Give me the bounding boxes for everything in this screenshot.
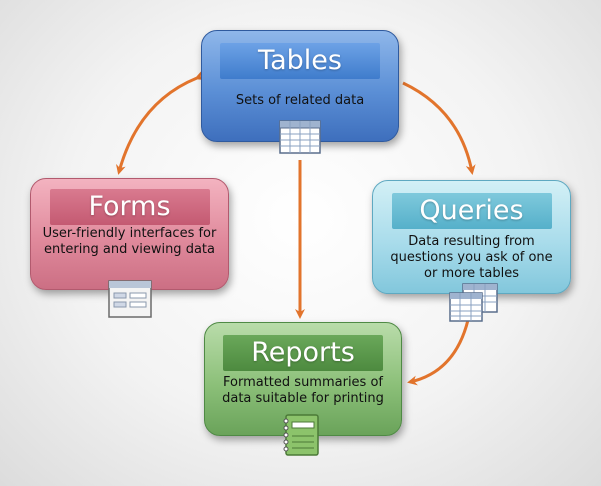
stacked-tables-icon [449,283,498,322]
reports-description: Formatted summaries of data suitable for… [222,375,384,406]
tables-node: Tables Sets of related data [201,30,399,142]
reports-node: Reports Formatted summaries of data suit… [204,322,402,436]
tables-description: Sets of related data [235,93,365,108]
arrow-tables-queries [402,81,476,175]
queries-node: Queries Data resulting from questions yo… [372,180,571,294]
tables-title: Tables [220,43,380,79]
queries-description: Data resulting from questions you ask of… [390,234,553,281]
queries-title: Queries [391,193,552,229]
form-window-icon [108,280,152,318]
table-grid-icon [279,120,321,154]
arrow-queries-reports [407,319,470,386]
arrow-tables-forms [116,70,206,175]
notebook-icon [283,414,319,456]
forms-title: Forms [49,189,210,225]
forms-description: User-friendly interfaces for entering an… [42,226,217,257]
forms-node: Forms User-friendly interfaces for enter… [30,178,229,290]
reports-title: Reports [223,335,383,371]
